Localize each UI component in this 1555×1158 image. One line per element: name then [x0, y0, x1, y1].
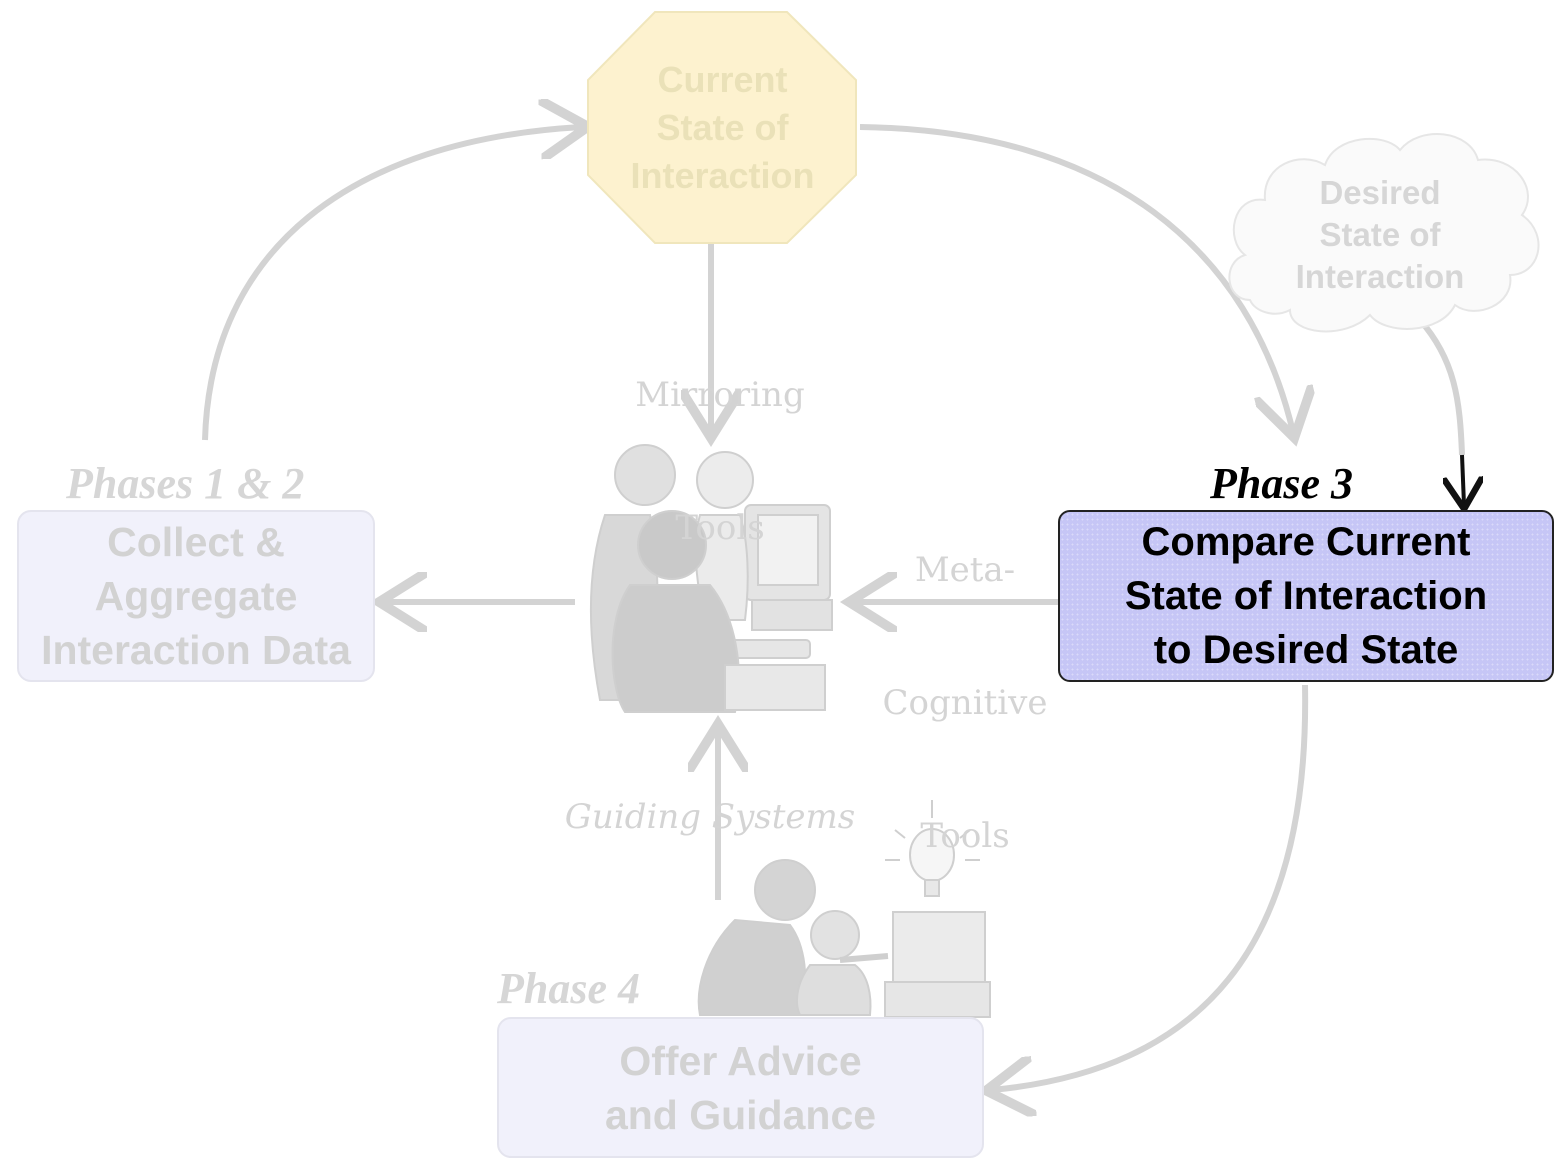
desired-state-cloud — [1228, 133, 1540, 333]
desired-state-line-1: Desired — [1319, 174, 1441, 211]
current-state-line-3: Interaction — [630, 154, 815, 196]
phase3-line-1: Compare Current — [1141, 520, 1471, 564]
phase12-line-1: Collect & — [107, 519, 285, 565]
arrow-current-to-phase3 — [859, 124, 1293, 432]
mirroring-tools-label: Mirroring Tools — [615, 285, 825, 594]
arrow-desired-to-phase3-tip — [1462, 454, 1464, 505]
arrow-phase3-to-phase4 — [992, 684, 1309, 1090]
phase3-heading: Phase 3 — [1210, 459, 1353, 508]
guiding-systems-label: Guiding Systems — [564, 797, 856, 837]
phase3-line-3: to Desired State — [1153, 628, 1459, 672]
mirroring-tools-line-2: Tools — [675, 507, 765, 548]
current-state-label: Current State of Interaction — [590, 55, 855, 200]
phase4-line-1: Offer Advice — [619, 1037, 862, 1084]
phase12-line-2: Aggregate — [94, 573, 298, 619]
phase4-heading: Phase 4 — [497, 964, 640, 1013]
metacognitive-tools-line-1: Meta- — [914, 550, 1016, 591]
desired-state-line-2: State of — [1319, 216, 1441, 253]
desired-state-line-3: Interaction — [1295, 258, 1465, 295]
mirroring-tools-line-1: Mirroring — [635, 375, 805, 416]
phase4-line-2: and Guidance — [604, 1091, 877, 1138]
metacognitive-tools-line-2: Cognitive — [882, 682, 1048, 723]
phase3-box: Compare Current State of Interaction to … — [1058, 510, 1554, 682]
current-state-line-1: Current — [657, 58, 788, 100]
current-state-line-2: State of — [656, 106, 789, 148]
metacognitive-tools-label: Meta- Cognitive Tools — [875, 460, 1055, 902]
phase12-box: Collect & Aggregate Interaction Data — [17, 510, 375, 682]
people-at-computer-icon — [589, 444, 833, 713]
phase4-box: Offer Advice and Guidance — [497, 1017, 984, 1158]
current-state-octagon — [587, 11, 857, 244]
phase3-line-2: State of Interaction — [1124, 574, 1488, 618]
phase12-line-3: Interaction Data — [41, 627, 351, 673]
arrow-phase12-to-current — [202, 127, 582, 441]
teacher-student-lightbulb-icon — [697, 800, 991, 1018]
desired-state-label: Desired State of Interaction — [1260, 170, 1500, 300]
phase12-heading: Phases 1 & 2 — [66, 459, 305, 508]
arrow-desired-to-phase3 — [1417, 318, 1465, 456]
metacognitive-tools-line-3: Tools — [920, 815, 1010, 856]
